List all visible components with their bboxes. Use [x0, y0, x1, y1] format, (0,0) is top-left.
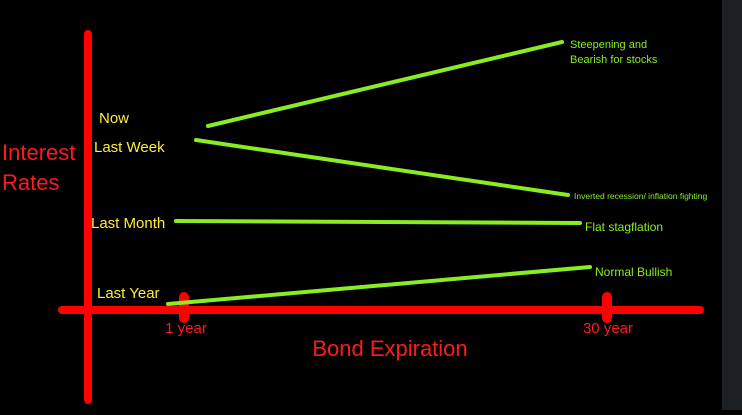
label-now: Now: [99, 110, 129, 127]
x-axis-label: Bond Expiration: [312, 336, 467, 361]
curve-last-month-flat: [174, 219, 582, 225]
label-last-month: Last Month: [91, 215, 165, 232]
label-normal: Normal Bullish: [595, 265, 672, 279]
label-steepening-line2: Bearish for stocks: [570, 54, 658, 66]
label-last-week: Last Week: [94, 139, 165, 156]
y-axis-label-line2: Rates: [2, 170, 59, 195]
label-steepening-line1: Steepening and: [570, 39, 647, 51]
curve-now-steepening: [206, 40, 564, 128]
label-last-year: Last Year: [97, 285, 160, 302]
curve-last-week-inverted: [194, 138, 570, 197]
y-axis-label-line1: Interest: [2, 140, 75, 165]
tick-30-year-label: 30 year: [583, 320, 633, 337]
curve-last-year-normal: [166, 265, 592, 306]
label-flat: Flat stagflation: [585, 220, 663, 234]
label-inverted: Inverted recession/ inflation fighting: [574, 191, 708, 201]
side-strip: [722, 0, 742, 410]
tick-1-year-label: 1 year: [165, 320, 207, 337]
